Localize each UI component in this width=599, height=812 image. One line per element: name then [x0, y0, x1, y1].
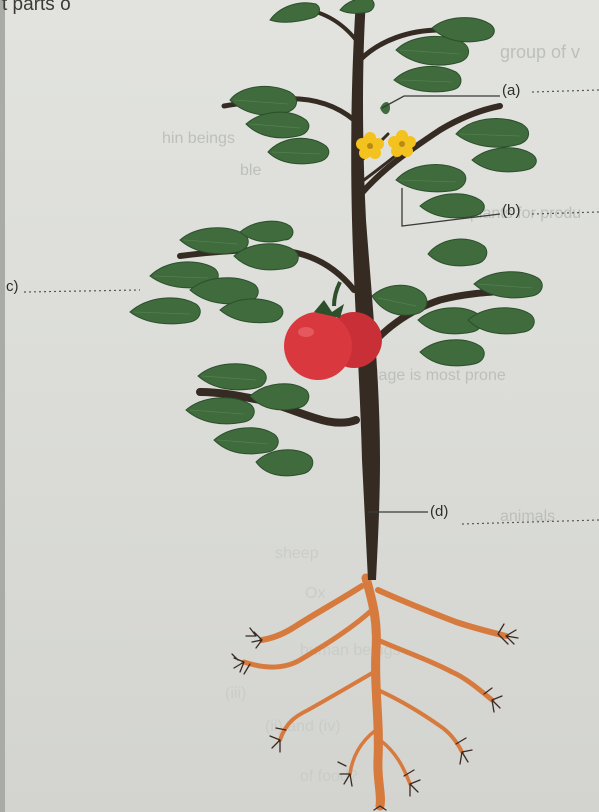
label-b: (b)	[502, 202, 520, 219]
label-d: (d)	[430, 503, 448, 520]
flower-icon	[356, 102, 416, 159]
label-c: c)	[6, 278, 19, 295]
leaves	[130, 0, 542, 476]
root-system-icon	[232, 578, 518, 810]
label-a: (a)	[502, 82, 520, 99]
